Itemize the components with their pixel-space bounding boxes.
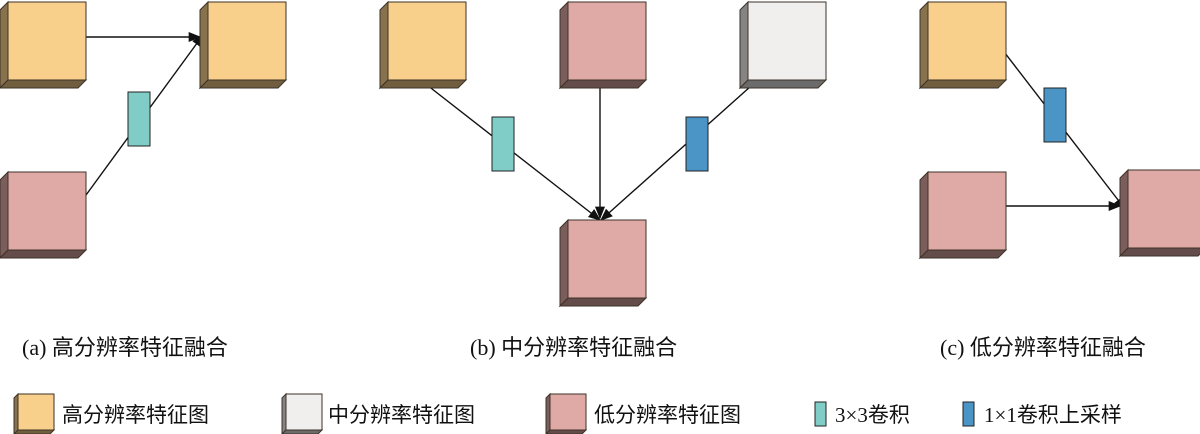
conv3-block-a [127, 91, 151, 147]
cube-side [379, 0, 389, 90]
box-a-low-input [0, 170, 88, 259]
legend-swatch-mid [281, 392, 324, 434]
cube-bottom [558, 297, 648, 307]
cube-side [559, 218, 569, 308]
cube-face [387, 1, 467, 81]
block-rect [127, 91, 151, 147]
cube-bottom [0, 249, 88, 259]
cube-face [927, 1, 1007, 81]
legend-label-mid: 中分辨率特征图 [328, 403, 475, 427]
cube-face [17, 393, 55, 431]
cube-face [549, 393, 587, 431]
cube-side [0, 170, 9, 259]
cube-bottom [0, 79, 88, 89]
conv1-block-b [685, 116, 709, 172]
legend-swatch-conv3 [814, 401, 827, 427]
legend-label-conv3: 3×3卷积 [835, 403, 910, 427]
cube-face [747, 1, 827, 81]
cube-bottom [198, 79, 288, 89]
cube-face [7, 171, 87, 251]
caption-a: (a) 高分辨率特征融合 [22, 335, 228, 360]
cube-bottom [281, 429, 324, 434]
legend-swatch-high [13, 392, 56, 434]
cube-side [0, 0, 9, 89]
box-b-low-output [558, 218, 648, 308]
legend-swatch-low [545, 392, 588, 434]
cube-side [281, 392, 287, 434]
box-c-low-output [1118, 168, 1200, 258]
cube-face [7, 1, 87, 81]
block-rect [1043, 87, 1067, 143]
cube-bottom [918, 249, 1008, 259]
cube-side [919, 0, 929, 90]
cube-side [199, 0, 209, 90]
cube-side [919, 170, 929, 260]
legend-label-low: 低分辨率特征图 [594, 403, 741, 427]
box-c-high-input [918, 0, 1008, 90]
cube-face [285, 393, 323, 431]
block-rect [685, 116, 709, 172]
cube-side [13, 392, 19, 434]
conv3-block-b [491, 116, 515, 172]
cube-bottom [558, 79, 648, 89]
box-b-high-input [378, 0, 468, 90]
caption-b: (b) 中分辨率特征融合 [470, 335, 678, 360]
box-a-high-input [0, 0, 88, 89]
cube-side [1119, 168, 1129, 258]
legend-swatch-conv1 [962, 401, 975, 427]
block-rect [814, 401, 827, 427]
box-a-high-output [198, 0, 288, 90]
cube-bottom [738, 79, 828, 89]
cube-bottom [13, 429, 56, 434]
conv1-block-c [1043, 87, 1067, 143]
legend-label-high: 高分辨率特征图 [62, 403, 209, 427]
arrow-b-mid-to-low [600, 77, 761, 221]
cube-face [207, 1, 287, 81]
cube-face [1127, 169, 1200, 249]
block-rect [491, 116, 515, 172]
box-b-low-input [558, 0, 648, 90]
cube-bottom [1118, 247, 1200, 257]
cube-face [927, 171, 1007, 251]
legend-label-conv1: 1×1卷积上采样 [984, 403, 1122, 427]
cube-bottom [545, 429, 588, 434]
box-c-low-input [918, 170, 1008, 260]
caption-c: (c) 低分辨率特征融合 [940, 335, 1146, 360]
block-rect [962, 401, 975, 427]
cube-bottom [918, 79, 1008, 89]
cube-side [739, 0, 749, 90]
cube-face [567, 1, 647, 81]
cube-face [567, 219, 647, 299]
cube-side [545, 392, 551, 434]
cube-side [559, 0, 569, 90]
box-b-mid-input [738, 0, 828, 90]
cube-bottom [378, 79, 468, 89]
